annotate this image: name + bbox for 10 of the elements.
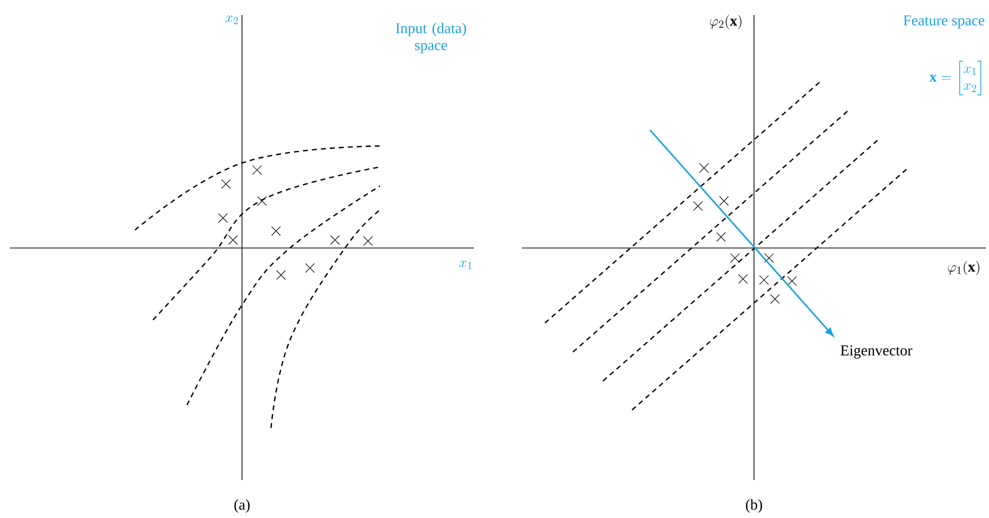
axis-label: $x_2$ [225, 16, 238, 24]
vector-formula: $\mathbf{x} = \begin{bmatrix} x_1 \\ x_2 \end{bmatrix}$ [929, 60, 982, 96]
panel-caption: (a) [234, 499, 250, 513]
space-label: Input (data) space [396, 22, 466, 54]
panel-caption: (b) [746, 499, 762, 513]
axis-label: $x_1$ [459, 260, 472, 270]
axis-label: $\varphi_1(\mathbf{x})$ [948, 260, 980, 276]
arrow-label: Eigenvector [840, 345, 912, 359]
axis-label: $\varphi_2(\mathbf{x})$ [710, 14, 742, 30]
space-label: Feature space [904, 16, 984, 28]
